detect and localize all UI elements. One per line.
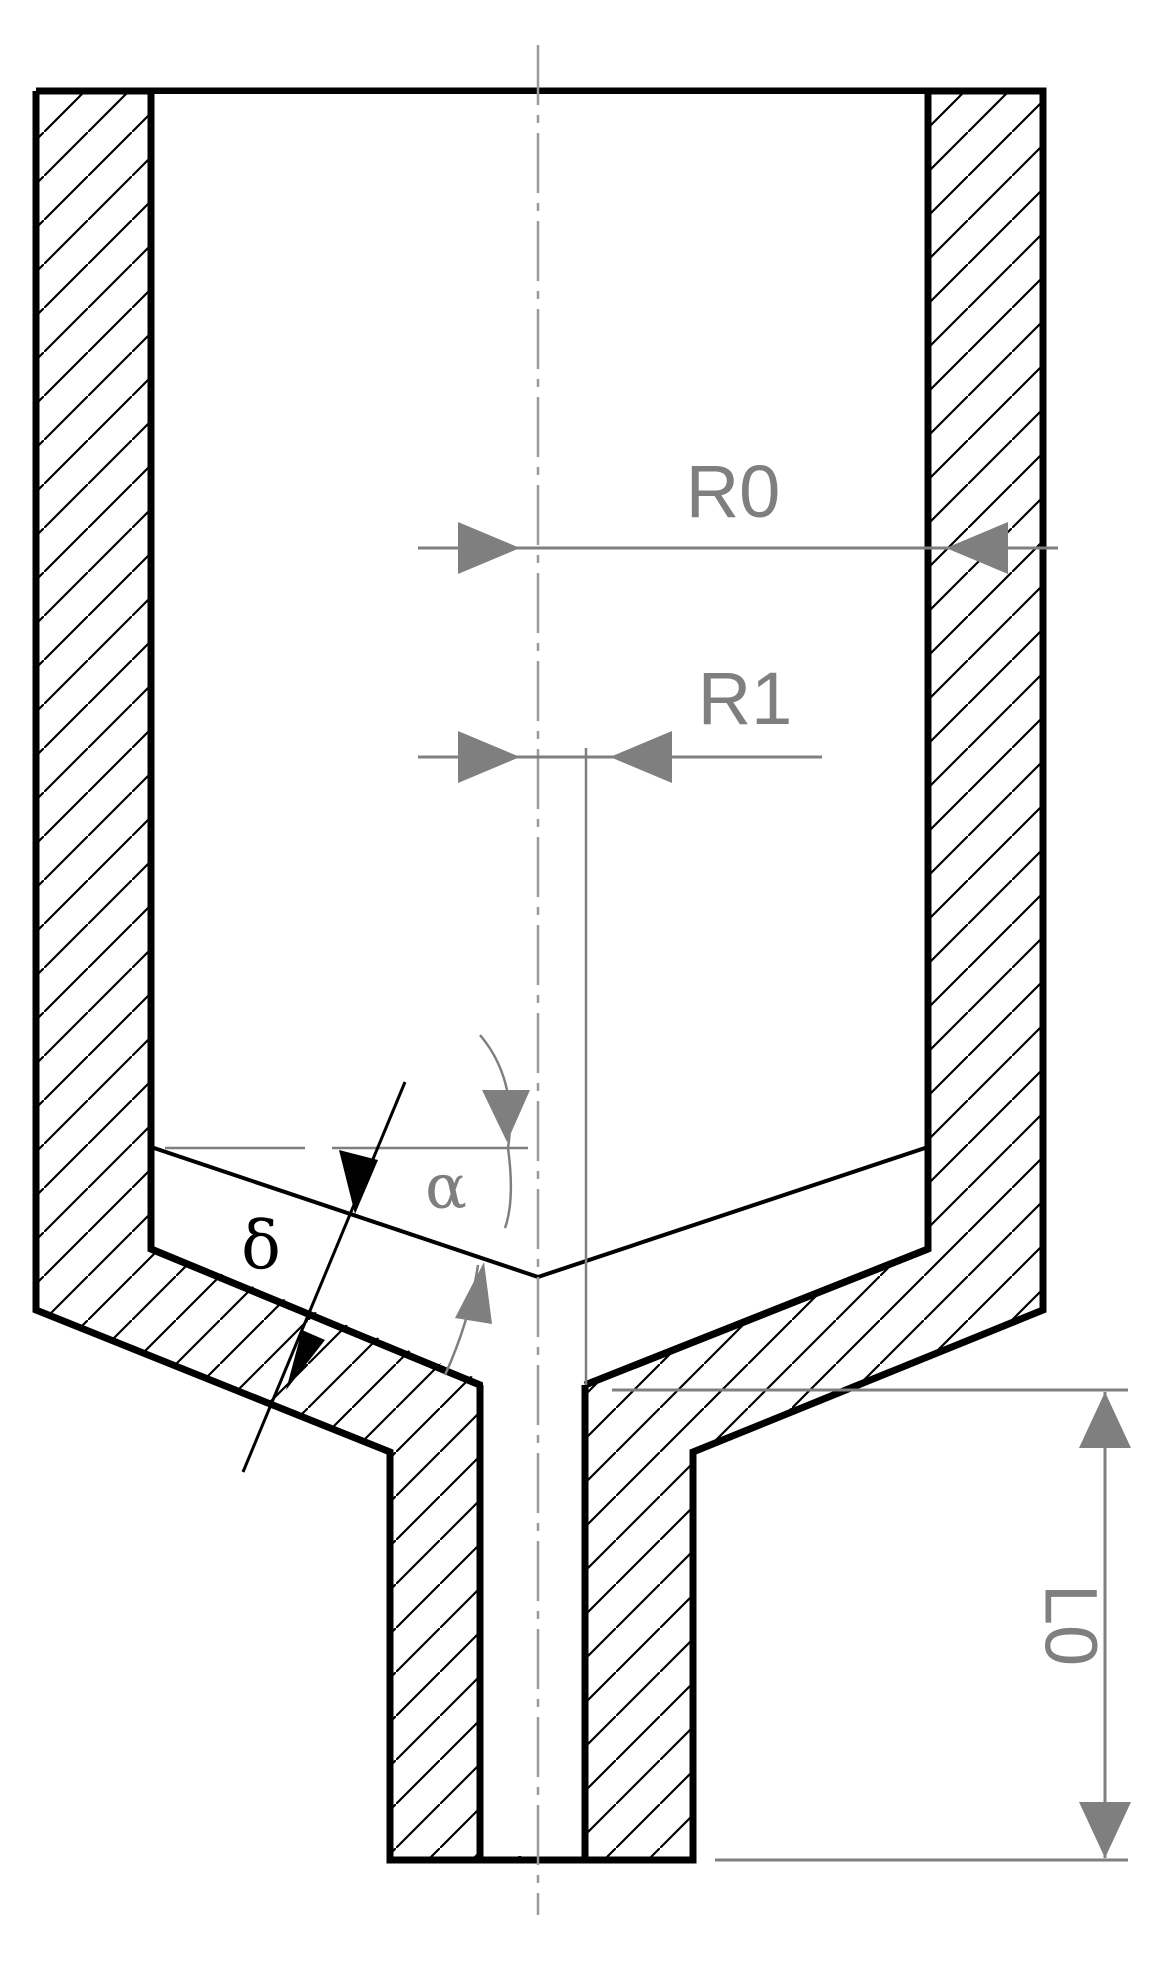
layer-upper-edge-left-line bbox=[153, 1146, 539, 1279]
r0-arrow-right bbox=[946, 522, 1008, 574]
layer-upper-edge-right-line bbox=[537, 1146, 926, 1279]
alpha-arrow-top bbox=[482, 1090, 530, 1142]
delta-label: δ bbox=[241, 1207, 281, 1284]
alpha-lower-arc bbox=[443, 1264, 480, 1376]
layer-lines-group bbox=[147, 91, 932, 1864]
bore-interior-group bbox=[154, 94, 925, 1856]
left-wall-section bbox=[36, 91, 535, 1860]
r1-arrow-right bbox=[610, 731, 672, 783]
cone-left-edge bbox=[149, 1245, 482, 1389]
dimension-group bbox=[165, 522, 1131, 1862]
l0-arrow-top bbox=[1079, 1392, 1131, 1448]
l0-arrow-bottom bbox=[1079, 1802, 1131, 1858]
delta-arrow-top bbox=[339, 1150, 378, 1214]
r1-label: R1 bbox=[698, 657, 793, 740]
delta-dimension-line bbox=[241, 1081, 407, 1473]
delta-arrow-bottom bbox=[286, 1330, 325, 1390]
alpha-arrow-bottom bbox=[455, 1262, 492, 1324]
cone-right-edge bbox=[583, 1245, 930, 1389]
l0-label: L0 bbox=[1029, 1584, 1112, 1666]
r0-label: R0 bbox=[686, 450, 781, 533]
r1-arrow-left bbox=[458, 731, 520, 783]
r0-arrow-left bbox=[458, 522, 520, 574]
alpha-arc bbox=[479, 1034, 513, 1229]
delta-dimension-group bbox=[241, 1081, 407, 1473]
alpha-label: α bbox=[425, 1150, 467, 1223]
bore-cavity bbox=[154, 94, 925, 1856]
